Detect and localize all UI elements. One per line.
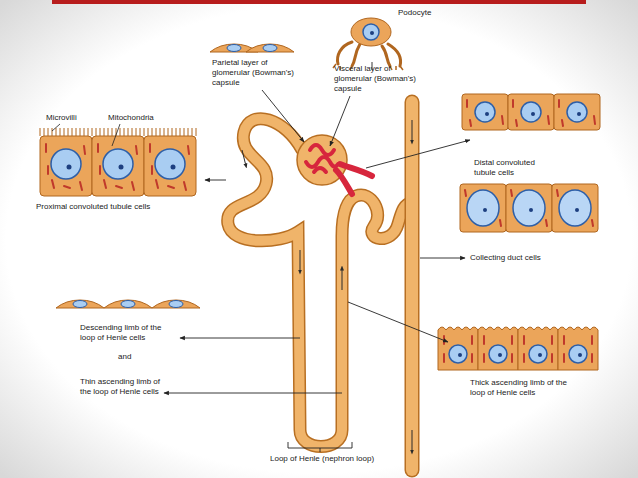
connector-word: and [118,352,148,362]
cell-label: Descending limb of the loop of Henle cel… [80,323,176,343]
cell-label: Thick ascending limb of the loop of Henl… [470,378,578,398]
cell-label: Distal convoluted tubule cells [474,158,554,178]
part-label: Visceral layer of glomerular (Bowman's) … [334,64,428,94]
structure-label: Microvilli [46,113,96,123]
part-label: Loop of Henle (nephron loop) [270,454,410,464]
structure-label: Mitochondria [108,113,168,123]
cell-label: Thin ascending limb of the loop of Henle… [80,377,162,397]
cell-label: Proximal convoluted tubule cells [36,202,196,212]
part-label: Parietal layer of glomerular (Bowman's) … [212,58,306,88]
cell-label: Collecting duct cells [470,253,590,263]
cell-label: Podocyte [398,8,458,18]
